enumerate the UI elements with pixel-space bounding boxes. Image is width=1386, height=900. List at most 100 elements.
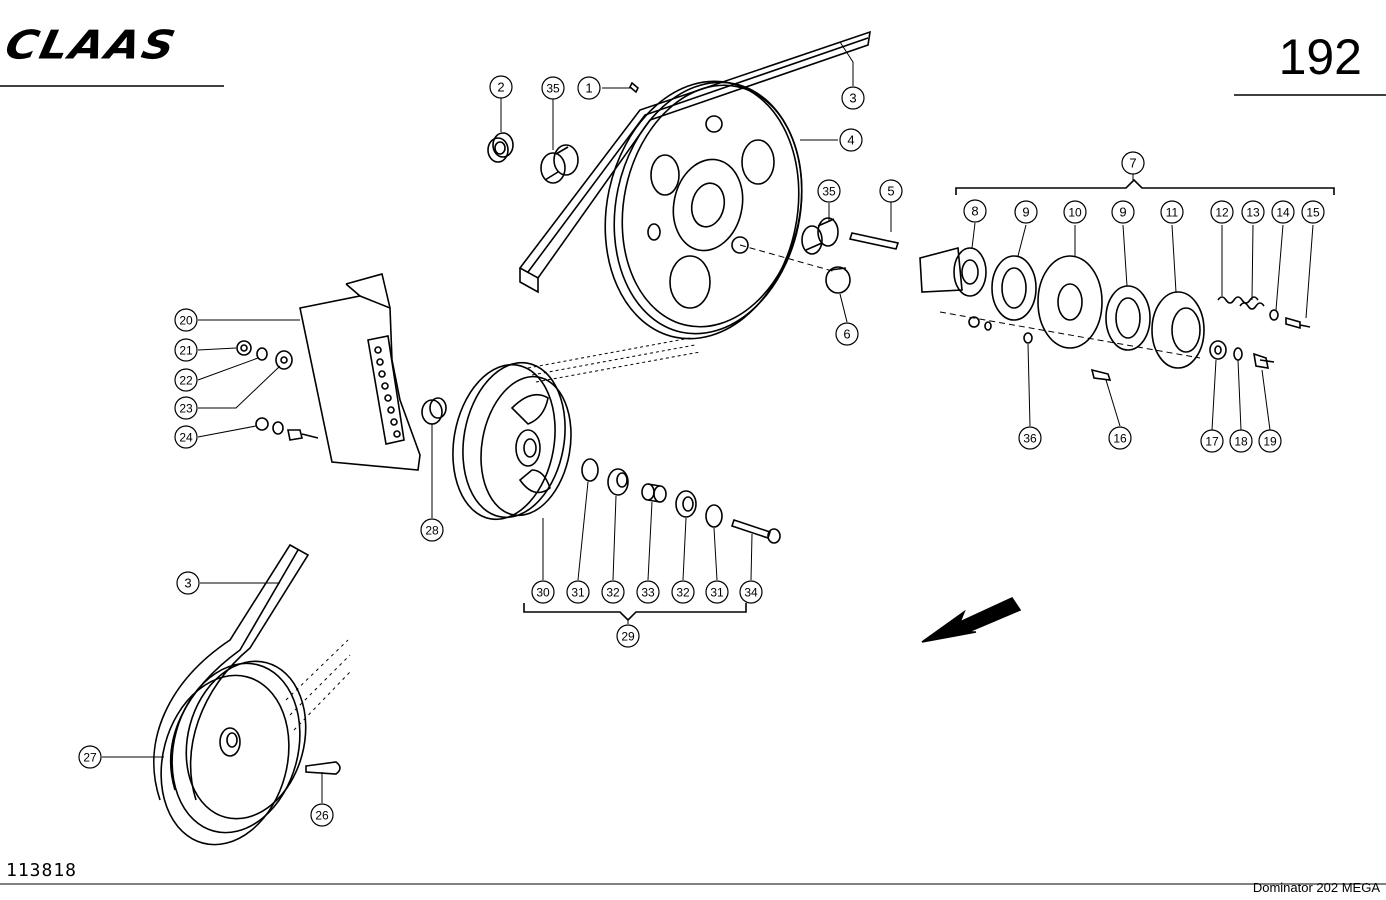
callout-number: 31 xyxy=(710,586,724,600)
axis-line-clutch xyxy=(939,311,1201,359)
callout-number: 21 xyxy=(179,344,193,358)
callout-number: 5 xyxy=(887,184,894,199)
callout-circle xyxy=(541,76,565,100)
callout-19: 19 xyxy=(1258,429,1282,453)
callout-24: 24 xyxy=(174,425,198,449)
callout-number: 35 xyxy=(546,82,560,96)
callout-number: 11 xyxy=(1166,206,1179,220)
callout-circle xyxy=(176,571,200,595)
callout-number: 32 xyxy=(676,586,690,600)
callout-number: 33 xyxy=(641,586,655,600)
callout-number: 29 xyxy=(621,630,635,644)
callout-circle xyxy=(1241,200,1265,224)
callout-circle xyxy=(78,745,102,769)
callout-3: 3 xyxy=(176,571,200,595)
direction-arrow xyxy=(921,596,1022,643)
bolt-19 xyxy=(1252,352,1275,369)
callout-35: 35 xyxy=(817,179,841,203)
callout-circle xyxy=(705,580,729,604)
callout-number: 10 xyxy=(1068,206,1082,220)
callout-number: 27 xyxy=(83,751,97,765)
callout-14: 14 xyxy=(1271,200,1295,224)
callout-circle xyxy=(601,580,625,604)
friction-disc-9a xyxy=(991,255,1037,321)
callout-15: 15 xyxy=(1301,200,1325,224)
circlip-31-left xyxy=(581,458,599,482)
spring-12-13 xyxy=(1217,296,1265,310)
callout-1: 1 xyxy=(577,76,601,100)
callout-circle xyxy=(531,580,555,604)
callout-22: 22 xyxy=(174,368,198,392)
callout-21: 21 xyxy=(174,338,198,362)
callout-circle xyxy=(636,580,660,604)
callout-circle xyxy=(420,518,444,542)
callout-number: 28 xyxy=(425,524,439,538)
callout-number: 31 xyxy=(571,586,585,600)
callout-number: 30 xyxy=(536,586,550,600)
callout-32: 32 xyxy=(601,580,625,604)
bushing-35-left xyxy=(540,144,579,184)
washer-36 xyxy=(1023,332,1033,344)
callout-number: 6 xyxy=(843,327,850,342)
callout-circle xyxy=(174,396,198,420)
callout-number: 13 xyxy=(1246,206,1260,220)
callout-6: 6 xyxy=(835,322,859,346)
callout-4: 4 xyxy=(839,128,863,152)
callout-18: 18 xyxy=(1229,429,1253,453)
callout-12: 12 xyxy=(1210,200,1234,224)
callout-circle xyxy=(174,338,198,362)
washer-18 xyxy=(1233,347,1243,361)
callout-number: 17 xyxy=(1205,435,1219,449)
washer-14 xyxy=(1269,309,1279,321)
callout-29: 29 xyxy=(616,624,640,648)
callout-circle xyxy=(1108,426,1132,450)
callout-9: 9 xyxy=(1014,200,1038,224)
callout-number: 22 xyxy=(179,374,193,388)
callout-36: 36 xyxy=(1018,426,1042,450)
bracket-29 xyxy=(523,603,747,622)
callout-5: 5 xyxy=(879,179,903,203)
bolt-16 xyxy=(1090,368,1112,381)
callout-circle xyxy=(1121,151,1145,175)
callout-circle xyxy=(310,803,334,827)
callout-13: 13 xyxy=(1241,200,1265,224)
callout-circle xyxy=(174,425,198,449)
callout-11: 11 xyxy=(1160,200,1184,224)
callout-number: 14 xyxy=(1276,206,1290,220)
callout-number: 9 xyxy=(1022,205,1029,220)
clutch-housing-11 xyxy=(1151,291,1205,369)
callout-2: 2 xyxy=(489,75,513,99)
callout-20: 20 xyxy=(174,308,198,332)
callout-3: 3 xyxy=(841,86,865,110)
callout-number: 32 xyxy=(606,586,620,600)
bushing-28 xyxy=(421,397,447,425)
washer-23 xyxy=(275,350,293,370)
callout-circle xyxy=(739,580,763,604)
pin-1 xyxy=(629,81,639,94)
callout-number: 12 xyxy=(1215,206,1229,220)
callout-number: 19 xyxy=(1263,435,1277,449)
callout-33: 33 xyxy=(636,580,660,604)
callout-number: 8 xyxy=(971,204,978,219)
callout-circle xyxy=(1271,200,1295,224)
clutch-plate-10 xyxy=(1037,255,1103,349)
callout-circle xyxy=(839,128,863,152)
callout-circle xyxy=(879,179,903,203)
page-number: 192 xyxy=(1278,29,1362,85)
callout-number: 3 xyxy=(184,576,191,591)
callout-17: 17 xyxy=(1200,429,1224,453)
callout-circle xyxy=(835,322,859,346)
callout-circle xyxy=(671,580,695,604)
callout-7: 7 xyxy=(1121,151,1145,175)
callout-circle xyxy=(566,580,590,604)
callout-31: 31 xyxy=(705,580,729,604)
callout-number: 2 xyxy=(497,80,504,95)
callout-26: 26 xyxy=(310,803,334,827)
callout-circle xyxy=(1301,200,1325,224)
callout-32: 32 xyxy=(671,580,695,604)
leader-lines xyxy=(102,41,1314,803)
callout-number: 35 xyxy=(822,185,836,199)
